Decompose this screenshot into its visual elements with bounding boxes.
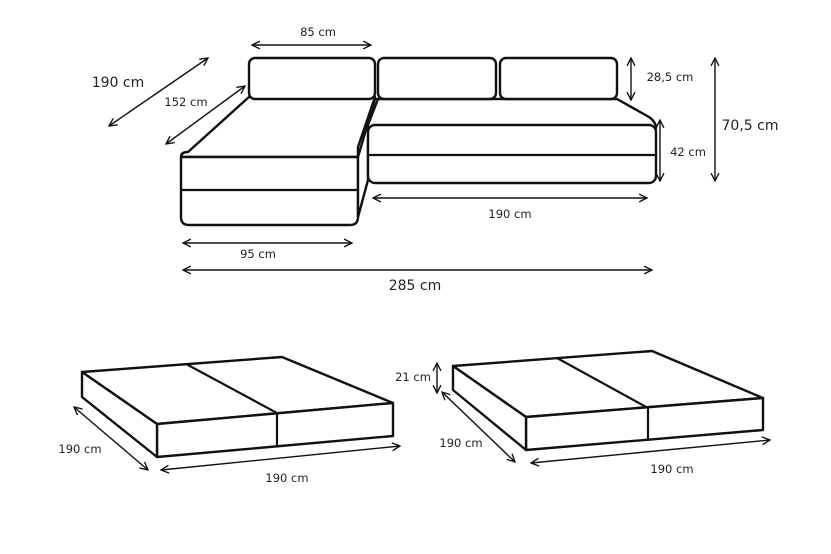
label-chaise-depth-inner: 152 cm: [164, 95, 207, 109]
label-chaise-depth-outer: 190 cm: [92, 75, 145, 91]
seat-top: [366, 97, 658, 130]
mattress-left: [80, 355, 395, 459]
mattress-right: [451, 349, 765, 452]
label-mattress-right-width: 190 cm: [650, 462, 693, 476]
backrest-cushion: [376, 56, 498, 101]
label-mattress-height: 21 cm: [395, 370, 431, 384]
dimension-arrows: [74, 45, 770, 470]
label-backrest-height: 28,5 cm: [647, 70, 694, 84]
label-sofa-width: 190 cm: [488, 207, 531, 221]
backrest-cushion: [247, 56, 377, 101]
label-total-height: 70,5 cm: [722, 118, 779, 134]
backrest-cushion: [498, 56, 619, 101]
label-mattress-right-depth: 190 cm: [439, 436, 482, 450]
label-backrest-width: 85 cm: [300, 25, 336, 39]
label-mattress-left-width: 190 cm: [265, 471, 308, 485]
label-mattress-left-depth: 190 cm: [58, 442, 101, 456]
label-seat-height: 42 cm: [670, 145, 706, 159]
chaise-top: [179, 95, 377, 159]
corner-sofa: [179, 56, 658, 227]
dimension-labels: 85 cm 190 cm 152 cm 28,5 cm 70,5 cm 42 c…: [58, 25, 778, 485]
label-total-width: 285 cm: [389, 278, 442, 294]
label-chaise-width: 95 cm: [240, 247, 276, 261]
